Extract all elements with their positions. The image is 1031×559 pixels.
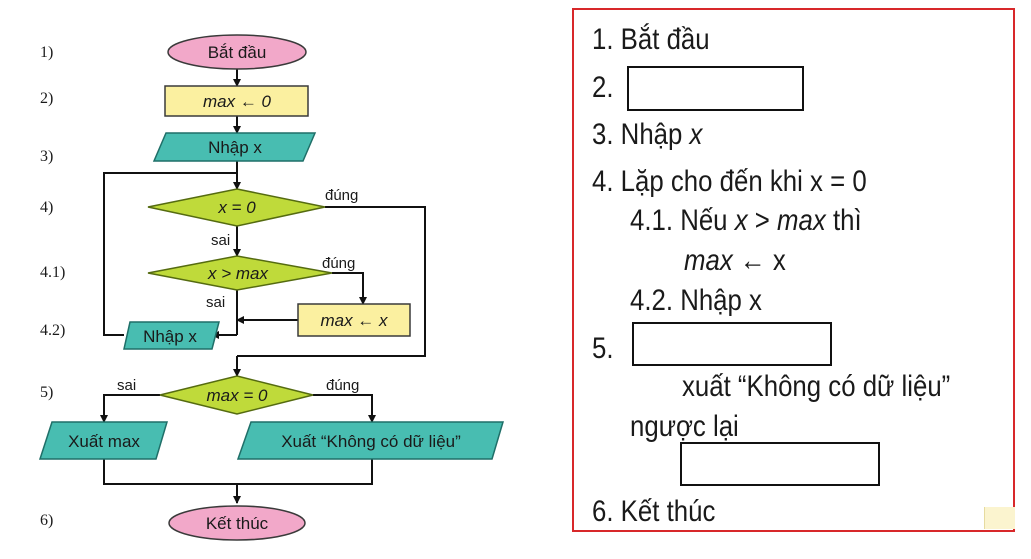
algo-step-4-1-assign: max ← x [684, 246, 786, 276]
decision-max-zero [159, 375, 314, 415]
init-process-label: max ← 0 [203, 92, 272, 111]
algo-step-5-else: ngược lại [630, 410, 739, 443]
algo-step-4: 4. Lặp cho đến khi x = 0 [592, 165, 867, 198]
algo-step-5: 5. [592, 332, 614, 365]
algo-step-2: 2. [592, 71, 614, 104]
algorithm-panel: 1. Bắt đầu 2. 3. Nhập x 4. Lặp cho đến k… [572, 8, 1015, 532]
algo-step-3-text: 3. Nhập [592, 118, 690, 151]
algo-step-5-blank[interactable] [632, 322, 832, 366]
algo-step-4-1: 4.1. Nếu x > max thì [630, 206, 862, 236]
branch-false-label: sai [206, 294, 225, 311]
decision-x-zero [147, 188, 326, 227]
algo-step-3-var: x [689, 118, 703, 151]
algo-step-4-2: 4.2. Nhập x [630, 284, 762, 317]
decision-x-zero-label: x = 0 [217, 198, 256, 217]
step-number: 2) [40, 90, 53, 107]
step-number: 4) [40, 199, 53, 216]
branch-true-label: đúng [322, 255, 355, 272]
algo-step-6: 6. Kết thúc [592, 495, 716, 528]
flow-connectors [100, 69, 426, 504]
init-process-box [164, 85, 309, 117]
corner-mark [984, 507, 1015, 529]
algo-step-4-1-op: > [747, 204, 778, 237]
step-number: 4.1) [40, 264, 65, 281]
algo-step-4-1-assign-rest: ← x [732, 244, 786, 277]
end-label: Kết thúc [206, 514, 269, 533]
output-max-parallelogram [38, 421, 169, 460]
algo-step-4-1-x: x [734, 204, 748, 237]
algo-step-5-then: xuất “Không có dữ liệu” [682, 370, 951, 403]
step-number: 5) [40, 384, 53, 401]
branch-true-label: đúng [326, 377, 359, 394]
algo-step-4-1-assign-max: max [684, 244, 733, 277]
step-number: 4.2) [40, 322, 65, 339]
input-x-parallelogram [152, 132, 317, 162]
algo-step-3: 3. Nhập x [592, 120, 702, 150]
decision-max-zero-label: max = 0 [207, 386, 268, 405]
algo-step-2-blank[interactable] [627, 66, 804, 111]
algo-step-5-else-blank[interactable] [680, 442, 880, 486]
assign-max-label: max ← x [320, 311, 388, 330]
assign-max-box [297, 303, 411, 337]
input-x-loop-label: Nhập x [143, 327, 197, 346]
step-number: 1) [40, 44, 53, 61]
flowchart-diagram: 1) 2) 3) 4) 4.1) 4.2) 5) 6) Bắt đầu max … [38, 34, 505, 541]
start-terminal [167, 34, 307, 70]
algo-step-4-1-pre: 4.1. Nếu [630, 204, 735, 237]
input-x-loop-parallelogram [123, 321, 220, 350]
end-terminal [168, 505, 306, 541]
branch-false-label: sai [117, 377, 136, 394]
output-nodata-label: Xuất “Không có dữ liệu” [281, 432, 461, 451]
branch-true-label: đúng [325, 187, 358, 204]
output-nodata-parallelogram [236, 421, 505, 460]
input-x-label: Nhập x [208, 138, 262, 157]
output-max-label: Xuất max [68, 432, 140, 451]
algo-step-4-1-max: max [777, 204, 826, 237]
algo-step-4-1-post: thì [825, 204, 862, 237]
algo-step-1: 1. Bắt đầu [592, 23, 710, 56]
step-number: 6) [40, 512, 53, 529]
step-number: 3) [40, 148, 53, 165]
start-label: Bắt đầu [208, 43, 267, 62]
branch-false-label: sai [211, 232, 230, 249]
decision-x-gt-max-label: x > max [207, 264, 268, 283]
decision-x-gt-max [147, 255, 333, 291]
